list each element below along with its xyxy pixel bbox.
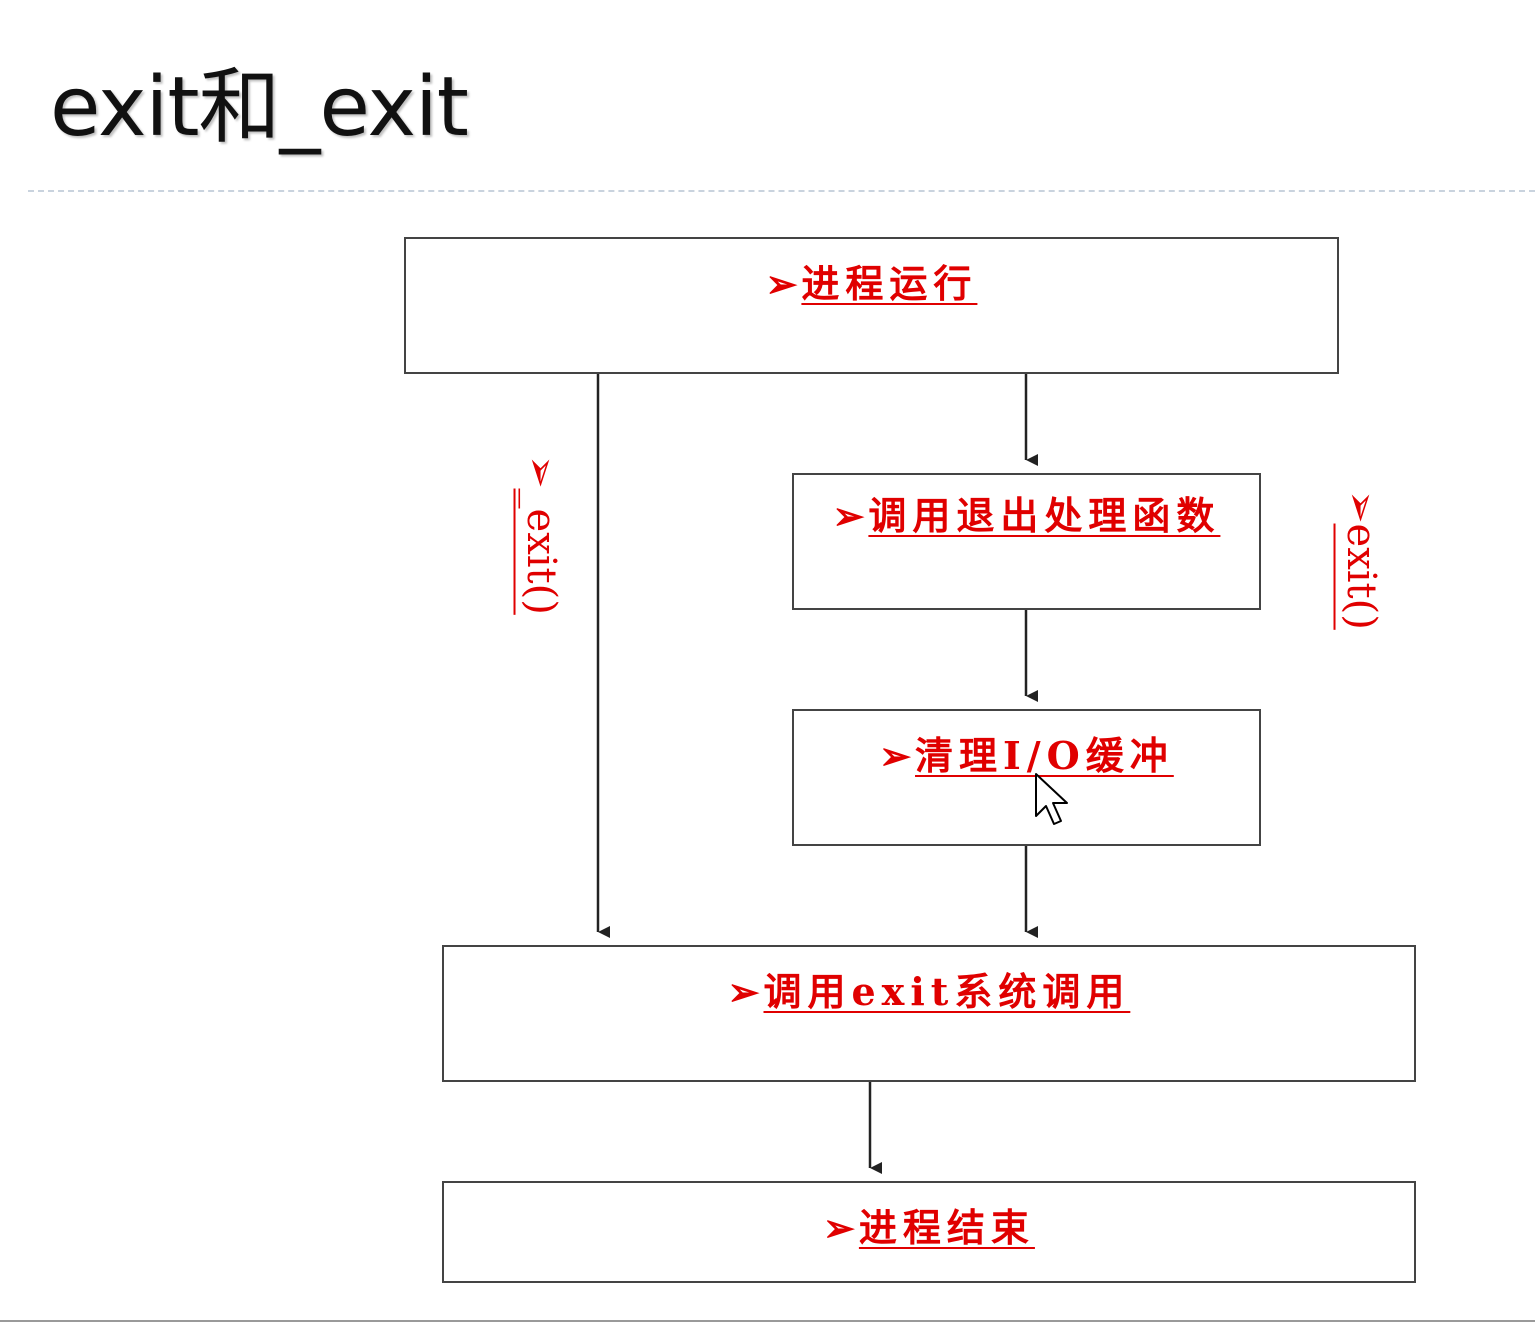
path-label-right-text: exit(): [1338, 523, 1384, 630]
title-divider: [28, 190, 1535, 192]
bullet-arrow-icon: ➢: [518, 455, 564, 489]
bullet-arrow-icon: ➢: [1338, 490, 1384, 524]
node-label: 进程结束: [858, 1205, 1035, 1250]
node-label: 清理I/O缓冲: [915, 733, 1174, 778]
mouse-cursor-icon: [1035, 773, 1068, 825]
path-label-right: ➢exit(): [1338, 490, 1384, 650]
page-title: exit和_exit: [50, 60, 469, 155]
bullet-arrow-icon: ➢: [765, 261, 798, 306]
node-label: 进程运行: [801, 261, 978, 306]
bullet-arrow-icon: ➢: [832, 493, 865, 538]
node-call-exit-handlers: ➢调用退出处理函数: [792, 473, 1261, 610]
node-flush-io: ➢清理I/O缓冲: [792, 709, 1261, 846]
bullet-arrow-icon: ➢: [727, 969, 760, 1014]
bullet-arrow-icon: ➢: [879, 733, 912, 778]
bottom-border: [0, 1320, 1535, 1322]
path-label-left-text: _exit(): [518, 488, 564, 615]
node-label: 调用exit系统调用: [763, 969, 1131, 1014]
path-label-left: ➢_exit(): [518, 455, 564, 645]
node-exit-syscall: ➢调用exit系统调用: [442, 945, 1416, 1082]
node-label: 调用退出处理函数: [868, 493, 1221, 538]
bullet-arrow-icon: ➢: [823, 1205, 855, 1250]
node-process-end: ➢进程结束: [442, 1181, 1416, 1283]
node-process-run: ➢进程运行: [404, 237, 1339, 374]
